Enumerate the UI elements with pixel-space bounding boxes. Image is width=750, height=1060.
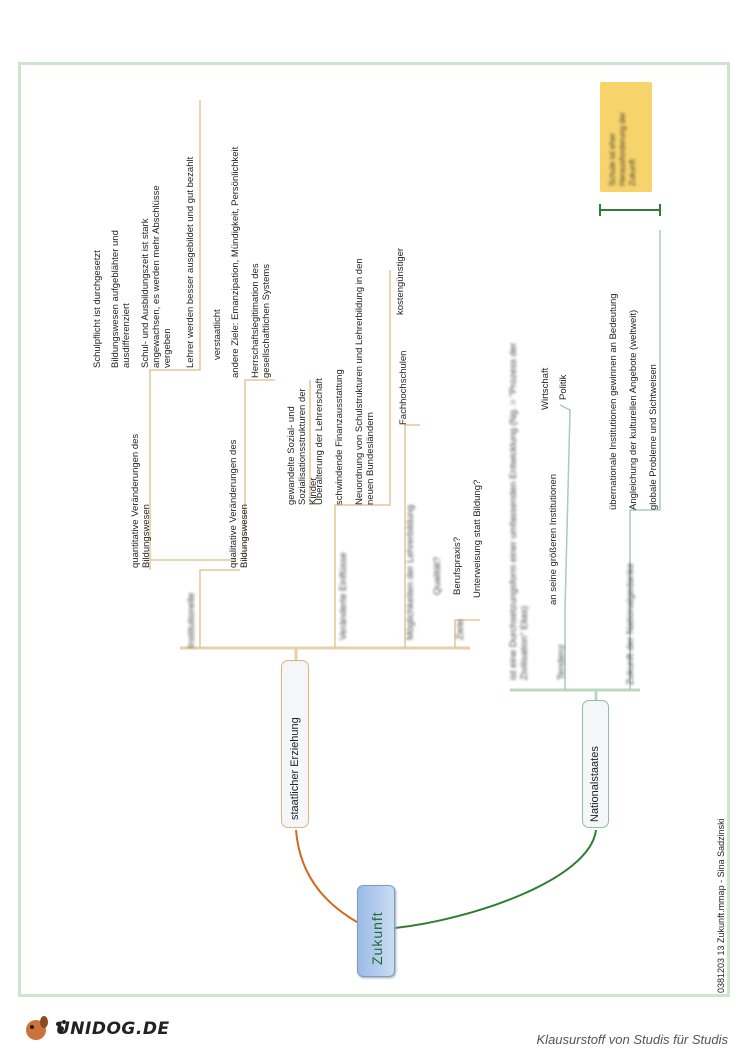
teacher-note: kostengünstiger [395, 247, 406, 315]
topic-institutionelle: Institutionelle [186, 592, 197, 648]
branch-nationalstaat[interactable] [582, 700, 609, 828]
branch-staatliche-erziehung[interactable] [281, 660, 309, 828]
ziele-item-3: Unterweisung statt Bildung? [472, 479, 483, 598]
change-item-3: schwindende Finanzausstattung [334, 369, 345, 505]
topic-ziele: Ziele [455, 619, 466, 640]
quant-item-4: Lehrer werden besser ausgebildet und gut… [185, 156, 196, 368]
left-trunk [294, 646, 470, 660]
map-frame [18, 62, 730, 997]
right-main-branch [394, 829, 597, 929]
ziele-item-1: Qualität? [432, 556, 443, 595]
qual-item-3: Herrschaftslegitimation des gesellschaft… [250, 263, 272, 378]
topic-quantitative: quantitative Veränderungen des Bildungsw… [130, 433, 152, 568]
connector [149, 100, 201, 560]
topic-tendenz: Tendenz [556, 644, 567, 680]
unidog-logo [26, 1016, 66, 1040]
branch-label-left: staatlicher Erziehung [289, 717, 301, 820]
note-brace-ends [599, 204, 661, 216]
footer-slogan: Klausurstoff von Studis für Studis [536, 1032, 728, 1047]
central-topic-box[interactable] [357, 885, 395, 977]
qual-item-2: andere Ziele: Emanzipation, Mündigkeit, … [230, 146, 241, 378]
tendenz-item-politik: Politik [558, 374, 569, 400]
callout-note: Schule ist eher Herausforderung der Zuku… [600, 82, 652, 192]
teacher-fachhochschulen: Fachhochschulen [398, 350, 409, 425]
central-topic-label: Zukunft [369, 911, 385, 965]
connector [149, 559, 235, 570]
national-item-1: übernationale Institutionen gewinnen an … [608, 293, 619, 510]
topic-nationalgedanke: Zukunft der Nationalgedanke [625, 563, 636, 685]
quant-item-1: Schulpflicht ist durchgesetzt [92, 250, 103, 368]
connector [454, 619, 480, 648]
qual-item-1: verstaatlicht [212, 309, 223, 360]
topic-lehrerbildung: Möglichkeiten der Lehrerbildung [405, 504, 416, 640]
callout-note-text: Schule ist eher Herausforderung der Zuku… [608, 112, 637, 186]
ziele-item-2: Berufspraxis? [452, 536, 463, 595]
right-trunk [594, 688, 640, 700]
connector [404, 424, 420, 648]
tendenz-item-wirtschaft: Wirtschaft [540, 367, 551, 410]
quant-item-3: Schul- und Ausbildungszeit ist stark ang… [140, 185, 173, 368]
tendenz-sub: an seine größeren Institutionen [548, 474, 559, 605]
change-item-2: Überalterung der Lehrerschaft [314, 378, 325, 505]
change-item-4: Neuordnung von Schulstrukturen und Lehre… [354, 258, 376, 505]
national-item-2: Angleichung der kulturellen Angebote (we… [628, 309, 639, 510]
file-caption: 0381203 13 Zukunft.mmap - Sina Sadzinski [716, 818, 726, 993]
connector [629, 230, 661, 690]
connector [199, 569, 240, 648]
connector [334, 270, 391, 648]
logo-text: UNIDOG.DE [56, 1019, 170, 1039]
topic-durchsetzungsform: ist eine Durchsetzungsform einer umfasse… [508, 342, 530, 680]
branch-label-right: Nationalstaates [589, 746, 601, 822]
topic-qualitative: qualitative Veränderungen des Bildungswe… [228, 439, 250, 568]
national-item-3: globale Probleme und Sichtweisen [648, 364, 659, 510]
topic-veraenderte-einfluesse: Veränderte Einflüsse [338, 552, 349, 640]
quant-item-2: Bildungswesen aufgeblähter und ausdiffer… [110, 230, 132, 368]
connector [559, 404, 571, 690]
connector [244, 379, 275, 560]
